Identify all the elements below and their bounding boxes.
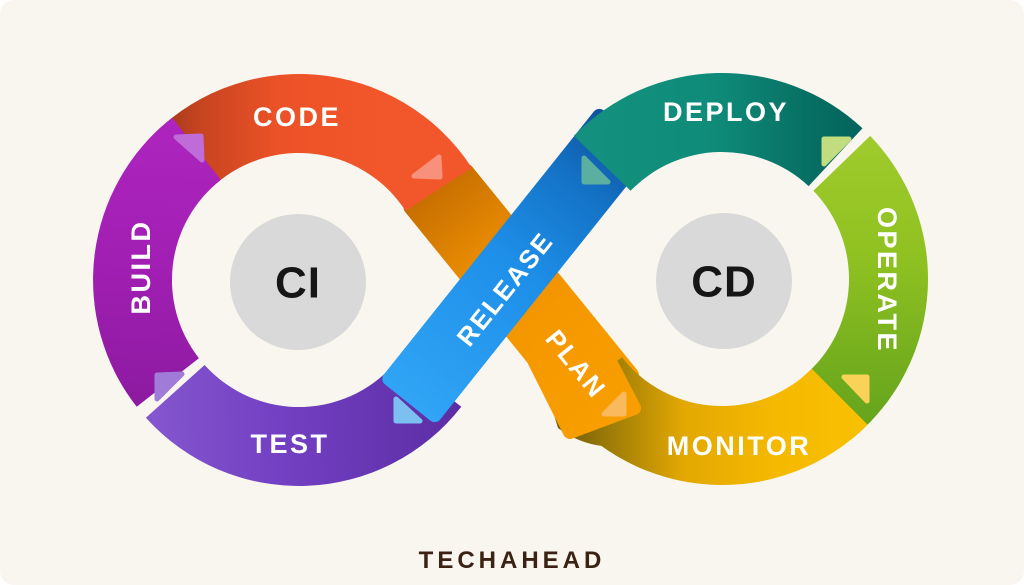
monitor-label: MONITOR: [667, 431, 812, 461]
stage-code-segment: [145, 73, 472, 211]
ci-badge-circle: [230, 214, 366, 350]
release-fold-icon: [393, 396, 423, 424]
deploy-label: DEPLOY: [663, 97, 789, 127]
plan-ribbon-tab: [526, 315, 641, 439]
build-label: BUILD: [126, 220, 156, 315]
stage-build-segment: [93, 117, 221, 407]
operate-fold-icon: [821, 136, 852, 167]
code-fold-icon: [411, 154, 443, 180]
stage-test-segment: [145, 358, 462, 486]
deploy-fold-icon: [581, 155, 611, 185]
stage-operate-segment: [803, 135, 928, 437]
build-fold-icon: [173, 133, 205, 163]
techahead-logo: TECHAHEAD: [418, 547, 606, 574]
cd-badge-circle: [656, 213, 792, 349]
test-label: TEST: [250, 429, 329, 459]
stage-monitor-segment: [559, 357, 868, 486]
code-label: CODE: [253, 102, 341, 132]
plan-fold-icon: [601, 391, 627, 417]
monitor-fold-icon: [841, 374, 870, 404]
ci-badge-label: CI: [275, 259, 321, 308]
cd-badge-label: CD: [691, 258, 757, 307]
test-fold-icon: [154, 371, 185, 402]
operate-label: OPERATE: [872, 207, 902, 353]
stage-deploy-segment: [573, 72, 863, 191]
